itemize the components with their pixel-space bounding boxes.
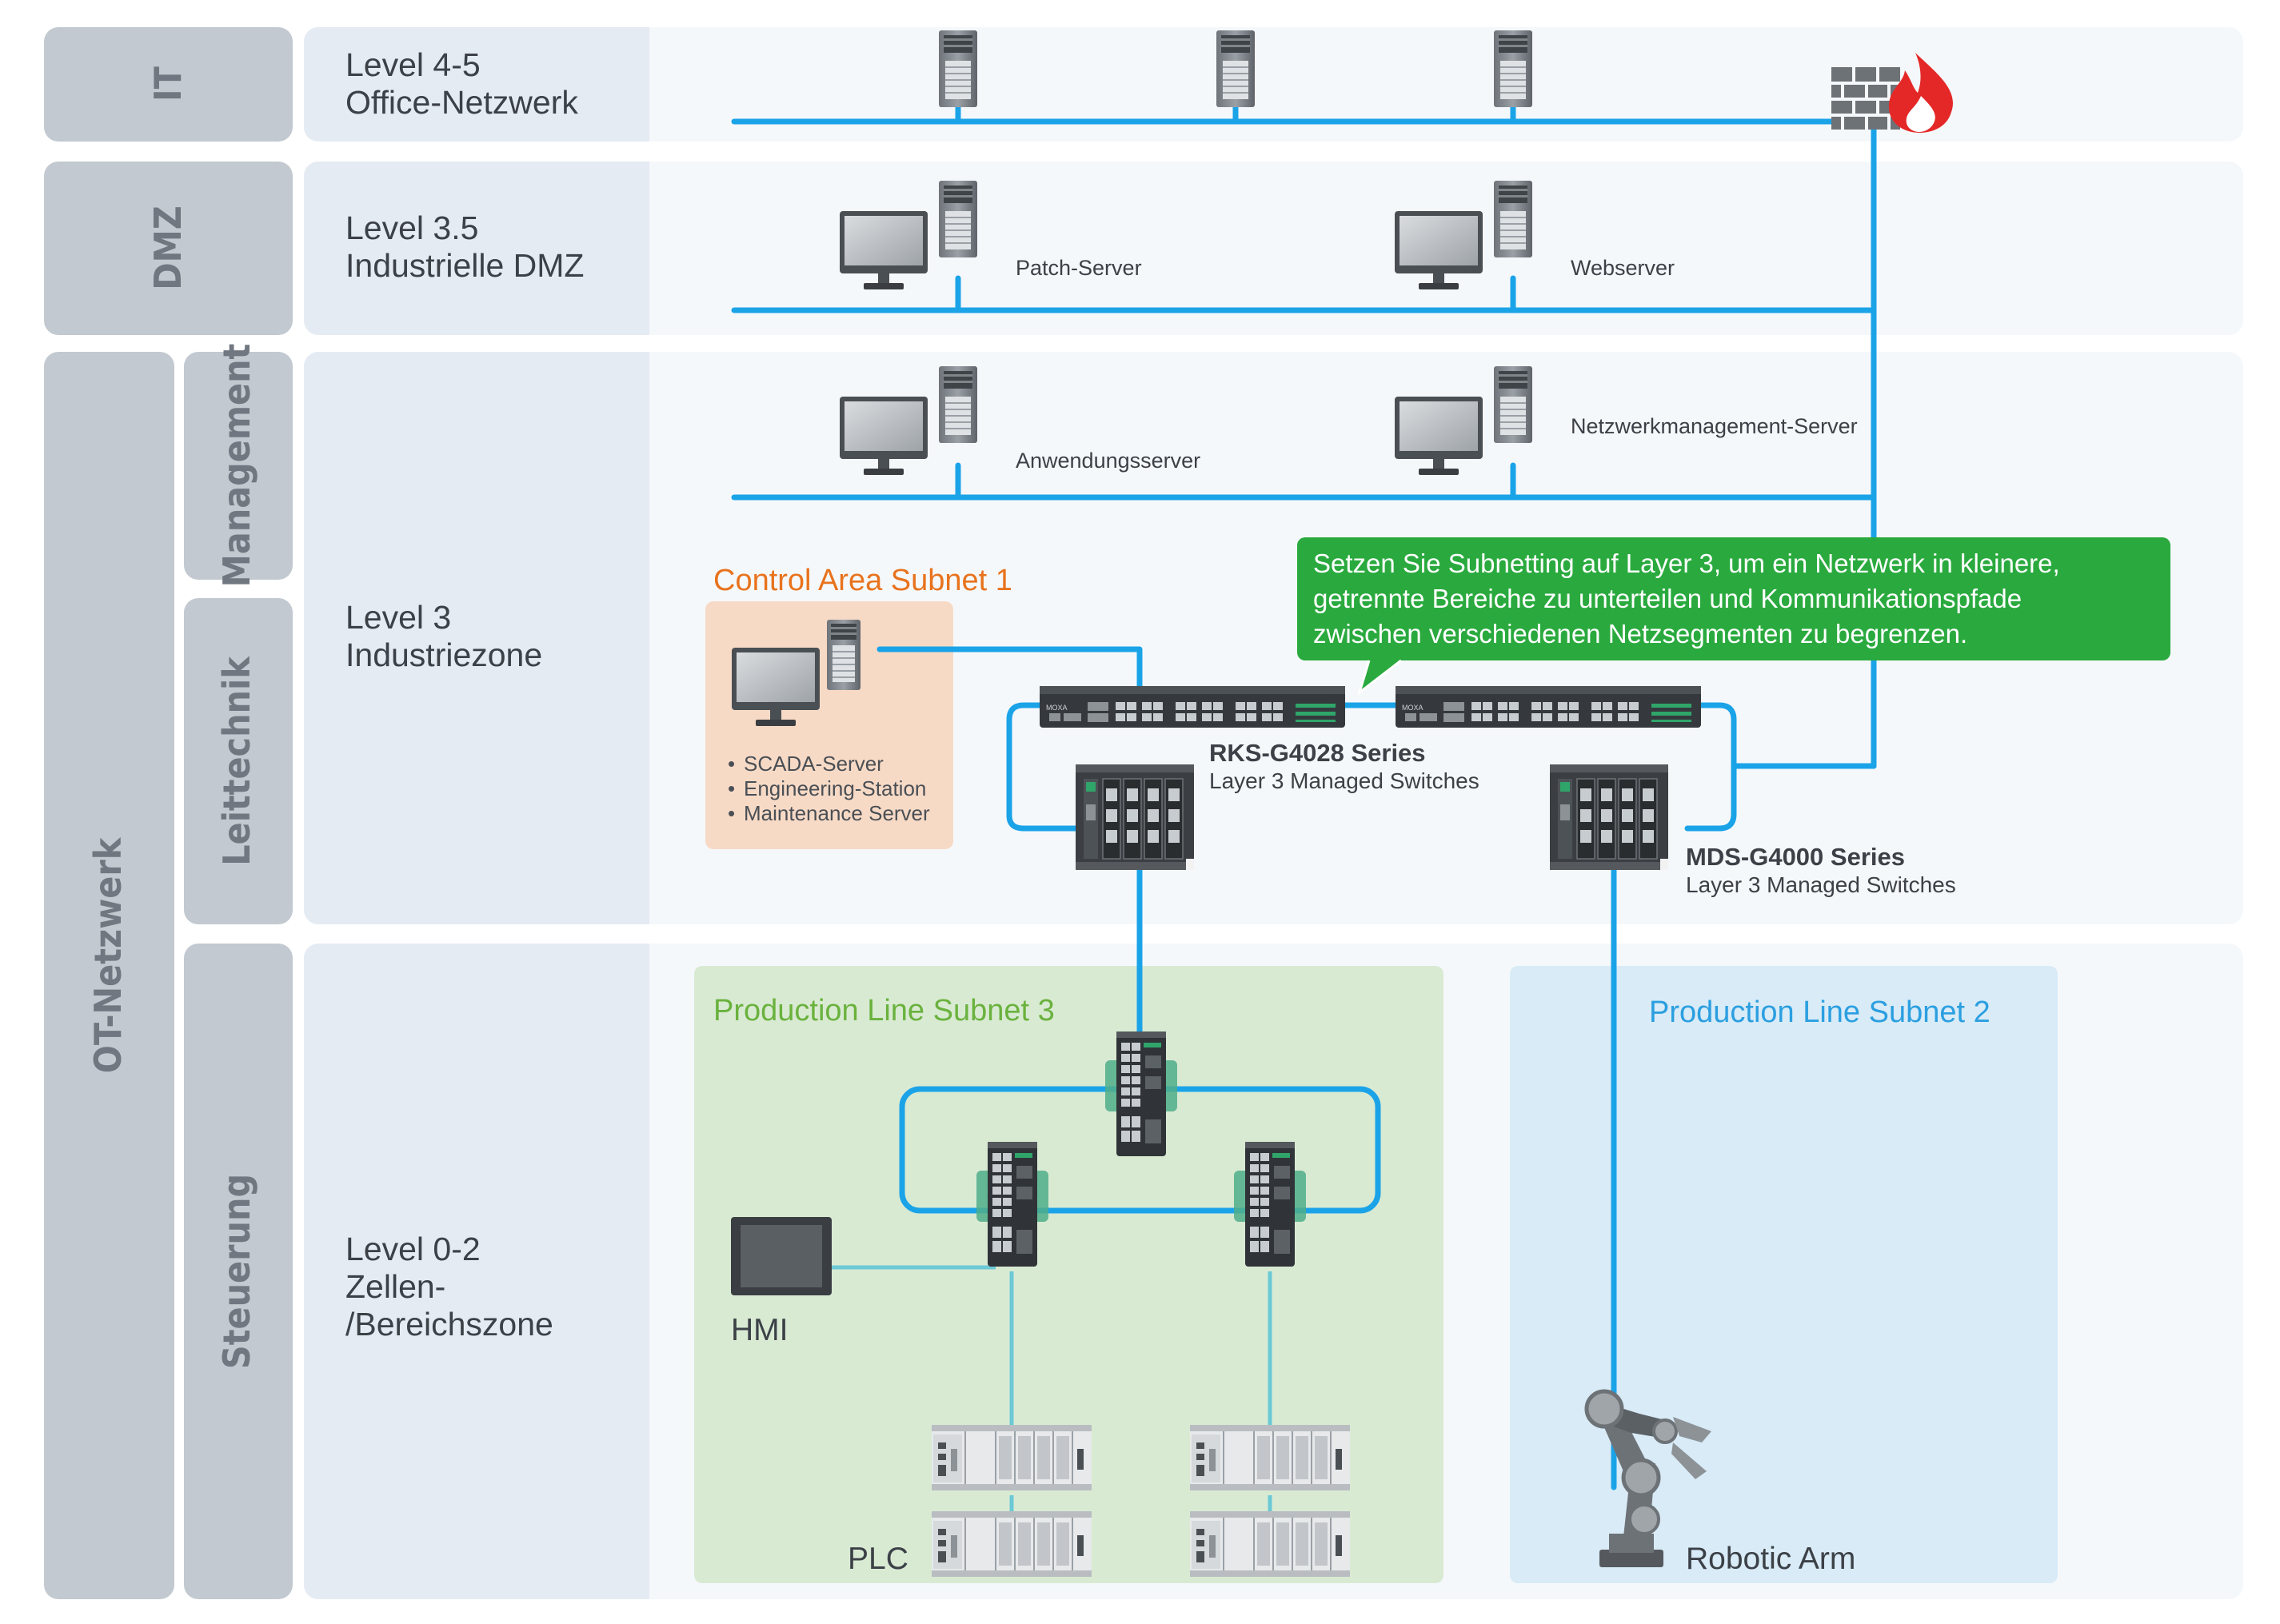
control-area-subnet-1-title: Control Area Subnet 1 <box>713 564 1012 597</box>
control-area-item-scada-server: SCADA-Server <box>744 752 884 776</box>
webserver-tower-icon <box>1493 180 1533 258</box>
office-server-tower-icon-2 <box>1216 30 1256 108</box>
side-label-it: IT <box>146 66 190 101</box>
production-line-subnet-2-zone <box>1510 966 2058 1583</box>
production-line-subnet-2-title: Production Line Subnet 2 <box>1649 996 1991 1029</box>
firewall-icon <box>1831 53 1953 133</box>
control-area-item-maintenance-server: Maintenance Server <box>744 801 930 825</box>
office-server-tower-icon-3 <box>1493 30 1533 108</box>
plc-icon-left-top <box>931 1424 1092 1491</box>
control-area-item-list: • SCADA-Server • Engineering-Station • M… <box>728 752 930 825</box>
network-lines <box>731 98 1877 1490</box>
hmi-panel-icon <box>731 1217 832 1295</box>
patch-server-label: Patch-Server <box>1016 256 1142 280</box>
mds-g4000-modular-switch-icon-2 <box>1549 764 1669 871</box>
callout-line-2: getrennte Bereiche zu unterteilen und Ko… <box>1313 584 2022 613</box>
callout-line-1: Setzen Sie Subnetting auf Layer 3, um ei… <box>1313 549 2060 578</box>
application-server-tower-icon <box>938 365 978 444</box>
mds-g4000-modular-switch-icon-1 <box>1075 764 1195 871</box>
level-3-5-title: Level 3.5 <box>345 209 478 246</box>
plc-icon-left-bottom <box>931 1510 1092 1578</box>
robotic-arm-label: Robotic Arm <box>1686 1542 1855 1576</box>
mds-series-name: MDS-G4000 Series <box>1686 843 1905 871</box>
side-label-management: Management <box>215 344 258 588</box>
control-area-item-engineering-station: Engineering-Station <box>744 776 926 800</box>
rks-g4028-rack-switch-icon-1 <box>1040 686 1345 728</box>
rks-g4028-rack-switch-icon-2 <box>1396 686 1701 728</box>
side-label-leittechnik: Leittechnik <box>215 656 258 866</box>
callout-line-3: zwischen verschiedenen Netzsegmenten zu … <box>1313 619 1967 648</box>
level-0-2-line2: Zellen- <box>345 1268 445 1305</box>
robotic-arm-icon <box>1584 1389 1711 1567</box>
hmi-label: HMI <box>731 1313 789 1347</box>
plc-icon-right-bottom <box>1189 1510 1351 1578</box>
level-4-5-title: Level 4-5 <box>345 46 481 83</box>
side-label-ot-netzwerk: OT-Netzwerk <box>86 836 130 1073</box>
webserver-label: Webserver <box>1571 256 1675 280</box>
plc-icon-right-top <box>1189 1424 1351 1491</box>
level-3-5-subtitle: Industrielle DMZ <box>345 247 584 284</box>
patch-server-tower-icon <box>938 180 978 258</box>
level-3-title: Level 3 <box>345 599 451 636</box>
plc-label: PLC <box>848 1542 908 1576</box>
svg-text:•: • <box>728 801 735 825</box>
side-label-column: IT DMZ OT-Netzwerk Management Leittechni… <box>44 27 293 1599</box>
office-server-tower-icon-1 <box>938 30 978 108</box>
level-0-2-title: Level 0-2 <box>345 1231 481 1267</box>
application-server-label: Anwendungsserver <box>1016 449 1200 473</box>
production-line-subnet-3-title: Production Line Subnet 3 <box>713 994 1055 1027</box>
level-4-5-subtitle: Office-Netzwerk <box>345 84 578 121</box>
rks-series-description: Layer 3 Managed Switches <box>1209 768 1479 793</box>
network-management-server-label: Netzwerkmanagement-Server <box>1571 414 1858 438</box>
svg-text:•: • <box>728 752 735 776</box>
mds-series-description: Layer 3 Managed Switches <box>1686 872 1956 897</box>
level-0-2-line3: /Bereichszone <box>345 1306 553 1343</box>
side-label-steuerung: Steuerung <box>215 1174 258 1369</box>
svg-text:•: • <box>728 776 735 800</box>
subnetting-callout: Setzen Sie Subnetting auf Layer 3, um ei… <box>1297 537 2170 696</box>
scada-server-tower-icon <box>826 619 861 691</box>
network-management-server-tower-icon <box>1493 365 1533 444</box>
level-3-subtitle: Industriezone <box>345 636 542 673</box>
side-label-dmz: DMZ <box>146 205 190 290</box>
rks-series-name: RKS-G4028 Series <box>1209 739 1426 767</box>
